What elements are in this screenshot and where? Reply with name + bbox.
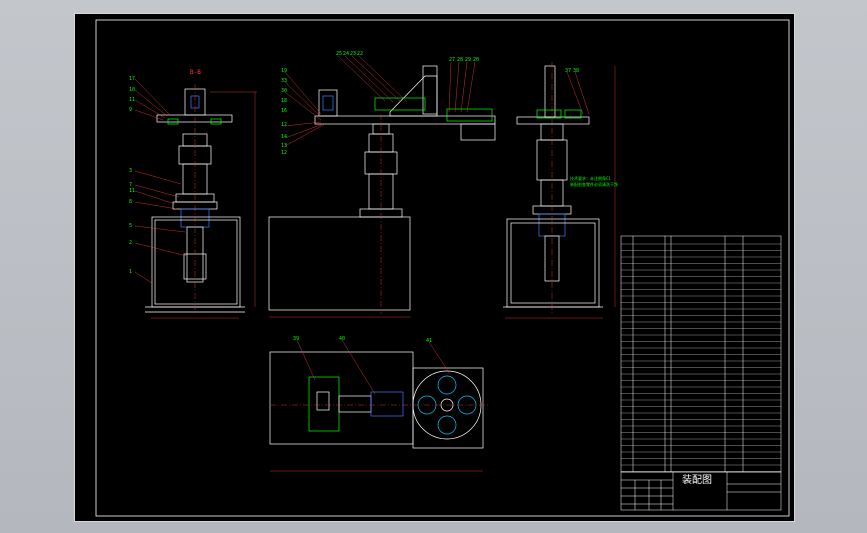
balloon-middle: 12 [281, 122, 287, 128]
balloon-front: 11 [129, 188, 135, 194]
balloon-front: 3 [129, 168, 132, 174]
balloon-middle: 13 [281, 143, 287, 149]
balloon-right: 37 [565, 68, 571, 74]
balloon-front: 2 [129, 240, 132, 246]
title-block-name: 装配图 [682, 473, 712, 486]
balloon-middle: 24 [343, 51, 349, 57]
balloon-middle: 28 [457, 57, 463, 63]
plan-view [269, 351, 484, 449]
balloon-middle: 22 [357, 51, 363, 57]
balloon-right: 38 [573, 68, 579, 74]
balloon-middle: 29 [465, 57, 471, 63]
parts-list [620, 235, 782, 473]
balloon-middle: 20 [473, 57, 479, 63]
balloon-middle: 14 [281, 134, 287, 140]
balloon-front: 11 [129, 97, 135, 103]
balloon-front: 8 [129, 199, 132, 205]
tech-note-1: 技术要求：未注倒角C1 [570, 175, 611, 181]
middle-view [268, 65, 496, 311]
section-label: B-B [190, 69, 201, 76]
balloon-middle: 16 [281, 108, 287, 114]
middle-leaders [284, 55, 476, 147]
balloon-middle: 18 [281, 98, 287, 104]
balloon-front: 1 [129, 269, 132, 275]
cad-drawing-canvas[interactable]: B-B [74, 13, 795, 522]
balloon-front: 17 [129, 76, 135, 82]
plan-leaders [296, 339, 451, 395]
balloon-middle: 25 [336, 51, 342, 57]
balloon-front: 7 [129, 182, 132, 188]
parts-list-rows [621, 243, 781, 472]
balloon-middle: 27 [449, 57, 455, 63]
balloon-plan: 41 [426, 338, 432, 344]
balloon-front: 9 [129, 107, 132, 113]
right-leaders [566, 71, 590, 115]
assembly-drawing: B-B [95, 19, 790, 517]
balloon-front: 10 [129, 87, 135, 93]
front-leaders [134, 78, 188, 285]
balloon-middle: 23 [350, 51, 356, 57]
balloon-middle: 33 [281, 78, 287, 84]
balloon-front: 5 [129, 223, 132, 229]
title-block [620, 471, 782, 511]
tech-note-2: 装配前各零件必须清洗干净 [570, 181, 618, 187]
balloon-middle: 19 [281, 68, 287, 74]
balloon-middle: 12 [281, 150, 287, 156]
right-view [503, 65, 603, 308]
drawing-border [95, 19, 790, 517]
balloon-middle: 30 [281, 88, 287, 94]
balloon-plan: 39 [293, 336, 299, 342]
balloon-plan: 40 [339, 336, 345, 342]
